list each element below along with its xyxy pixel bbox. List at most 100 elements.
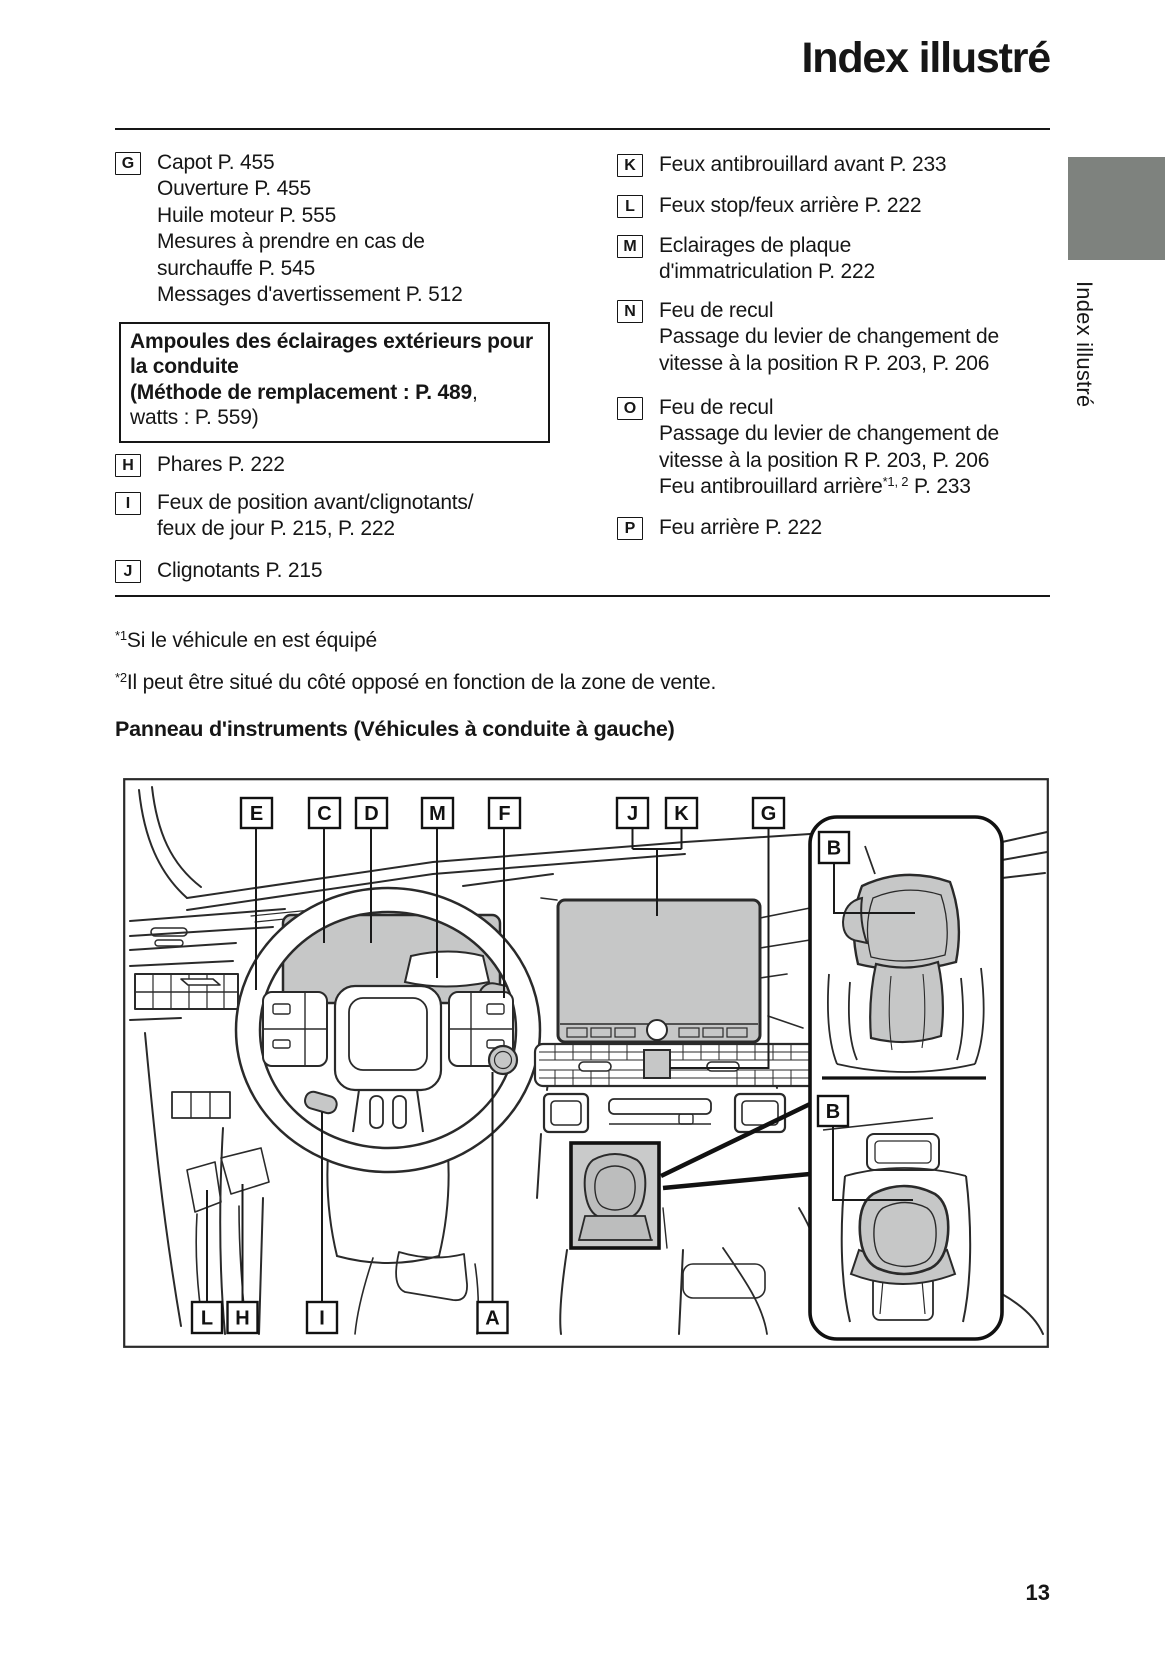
figure-container: E C D M F J K G B B L H I A	[123, 778, 1049, 1348]
list-item-h: H Phares P. 222	[115, 452, 285, 478]
list-item-m: M Eclairages de plaque d'immatriculation…	[617, 233, 875, 286]
list-item-p: P Feu arrière P. 222	[617, 515, 822, 541]
item-line: Mesures à prendre en cas de	[157, 230, 425, 254]
shift-lever-console	[569, 1141, 661, 1250]
item-line: Feux de position avant/clignotants/	[157, 491, 474, 514]
screen-knob	[646, 1019, 668, 1041]
item-line: Clignotants P. 215	[157, 559, 323, 582]
list-item-i: I Feux de position avant/clignotants/ fe…	[115, 490, 474, 543]
figure-label-i: I	[305, 1300, 339, 1335]
engine-start-button	[487, 1044, 519, 1076]
steering-wheel-controls	[263, 992, 513, 1133]
figure-labels: E C D M F J K G B B L H I A	[190, 796, 851, 1335]
section-heading: Panneau d'instruments (Véhicules à condu…	[115, 717, 675, 741]
item-line: Feux antibrouillard avant P. 233	[659, 153, 947, 176]
item-letter-box: P	[617, 517, 643, 540]
figure-label-letter: H	[235, 1308, 249, 1330]
item-letter-box: H	[115, 454, 141, 477]
item-letter-box: L	[617, 195, 643, 218]
figure-label-letter: B	[827, 838, 841, 860]
figure-label-h: H	[226, 1300, 259, 1335]
climate-control-strip	[533, 1042, 829, 1088]
item-line: Feu de recul	[659, 396, 774, 419]
item-letter: I	[125, 494, 131, 512]
figure-label-letter: G	[761, 803, 777, 825]
footnote-marker: *2	[115, 670, 127, 685]
figure-label-letter: L	[201, 1308, 213, 1330]
item-text: Capot P. 455 Ouverture P. 455 Huile mote…	[157, 150, 463, 308]
item-letter: M	[623, 237, 637, 255]
figure-label-f: F	[487, 796, 522, 830]
figure-label-letter: F	[498, 803, 510, 825]
item-letter: K	[624, 156, 636, 174]
item-letter: H	[122, 456, 134, 474]
figure-label-b1: B	[817, 830, 851, 865]
item-text: Feu de recul Passage du levier de change…	[659, 298, 999, 377]
item-text: Feux stop/feux arrière P. 222	[659, 193, 922, 219]
item-letter-box: M	[617, 235, 643, 258]
figure-label-m: M	[420, 796, 455, 830]
chapter-tab	[1068, 157, 1165, 260]
figure-label-c: C	[307, 796, 342, 830]
item-line: Huile moteur P. 555	[157, 203, 337, 227]
list-item-j: J Clignotants P. 215	[115, 558, 323, 584]
item-letter-box: K	[617, 154, 643, 177]
header-rule	[115, 128, 1050, 130]
item-line: vitesse à la position R P. 203, P. 206	[659, 448, 990, 472]
item-text: Eclairages de plaque d'immatriculation P…	[659, 233, 875, 286]
list-item-k: K Feux antibrouillard avant P. 233	[617, 152, 947, 178]
figure-label-letter: D	[364, 803, 378, 825]
note-line: la conduite	[130, 355, 239, 379]
item-text: Clignotants P. 215	[157, 558, 323, 584]
item-line: Passage du levier de changement de	[659, 422, 999, 446]
figure-label-letter: K	[674, 803, 689, 825]
shifter-bottom-console	[822, 1117, 972, 1323]
item-letter: J	[123, 562, 133, 580]
item-text: Feu arrière P. 222	[659, 515, 822, 541]
figure-label-b2: B	[816, 1094, 850, 1128]
shifter-top-console	[826, 845, 985, 1073]
page-number: 13	[1025, 1580, 1050, 1605]
item-line: d'immatriculation P. 222	[659, 260, 875, 284]
item-line: Capot P. 455	[157, 151, 275, 174]
rich-sup: *1, 2	[882, 474, 909, 490]
item-line: Feu arrière P. 222	[659, 516, 822, 539]
item-line: surchauffe P. 545	[157, 256, 316, 280]
footnote-text: Il peut être situé du côté opposé en fon…	[126, 671, 717, 694]
figure-label-e: E	[239, 796, 274, 830]
figure-label-letter: A	[485, 1308, 499, 1330]
page-title: Index illustré	[801, 34, 1052, 82]
item-letter-box: I	[115, 492, 141, 515]
touchscreen	[556, 898, 762, 1044]
item-letter: O	[623, 399, 637, 417]
hazard-switch	[643, 1049, 671, 1079]
item-line: feux de jour P. 215, P. 222	[157, 517, 395, 541]
note-line: watts : P. 559)	[130, 406, 259, 430]
item-text: Feux antibrouillard avant P. 233	[659, 152, 947, 178]
item-letter: G	[121, 154, 135, 172]
center-vents	[542, 1092, 787, 1134]
figure-label-letter: B	[826, 1101, 840, 1123]
dashboard-line-art	[129, 786, 1048, 1335]
figure-label-j: J	[615, 796, 650, 830]
figure-label-letter: E	[250, 803, 263, 825]
footnote-2: *2Il peut être situé du côté opposé en f…	[115, 670, 716, 696]
dashboard-figure: E C D M F J K G B B L H I A	[123, 778, 1049, 1348]
note-tail: ,	[471, 380, 478, 404]
figure-label-d: D	[354, 796, 389, 830]
figure-label-letter: M	[429, 803, 446, 825]
column-display-pod	[403, 950, 491, 988]
list-item-o: O Feu de recul Passage du levier de chan…	[617, 395, 999, 501]
figure-label-letter: I	[319, 1308, 325, 1330]
list-item-l: L Feux stop/feux arrière P. 222	[617, 193, 922, 219]
figure-label-g: G	[751, 796, 786, 830]
item-line: Passage du levier de changement de	[659, 325, 999, 349]
column-lever	[304, 1090, 338, 1115]
shifter-detail-panel	[808, 815, 1004, 1341]
figure-label-letter: J	[627, 803, 638, 825]
item-line: Phares P. 222	[157, 453, 285, 476]
item-letter-box: N	[617, 300, 643, 323]
item-letter: L	[625, 197, 635, 215]
footnote-marker: *1	[115, 628, 127, 643]
